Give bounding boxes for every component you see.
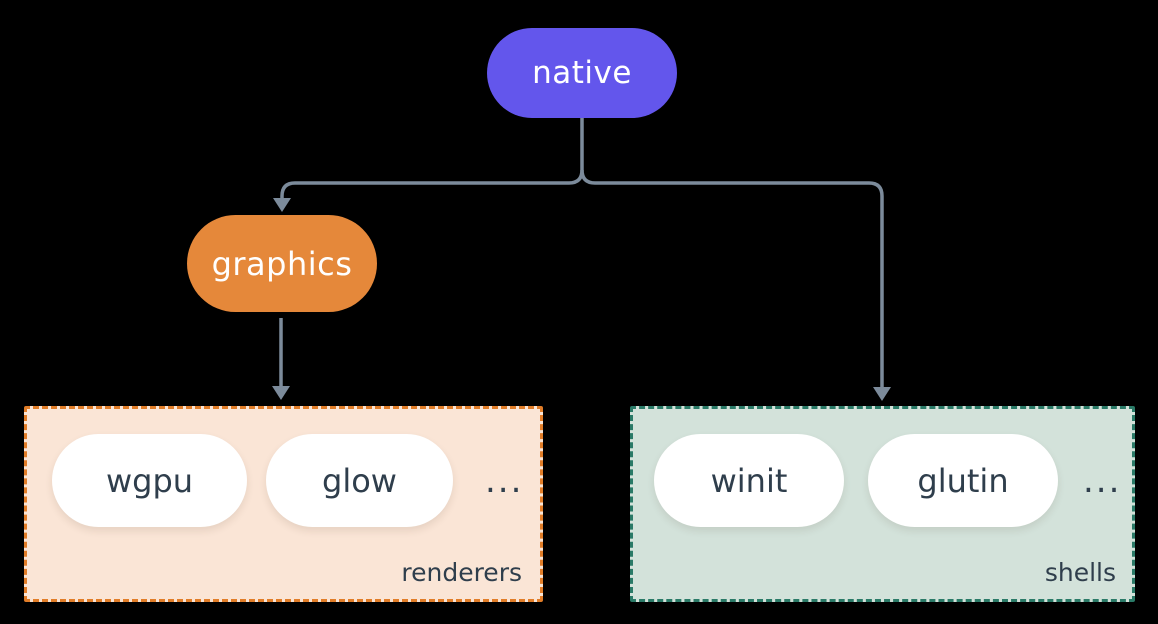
node-glow-label: glow [322, 461, 397, 500]
node-graphics: graphics [187, 215, 377, 312]
edge-native-to-graphics [280, 118, 584, 199]
node-glutin: glutin [868, 434, 1058, 527]
node-wgpu: wgpu [52, 434, 247, 527]
arrowhead-graphics-to-renderers [272, 386, 290, 400]
edge-native-to-shells [580, 169, 884, 388]
node-glutin-label: glutin [917, 461, 1009, 500]
node-native-label: native [532, 55, 632, 91]
arrowhead-native-to-graphics [273, 198, 291, 212]
node-winit: winit [654, 434, 844, 527]
group-renderers-label: renderers [401, 558, 522, 587]
group-renderers: wgpu glow ... renderers [24, 406, 543, 602]
node-native: native [487, 28, 677, 118]
node-glow: glow [266, 434, 453, 527]
group-shells: winit glutin ... shells [630, 406, 1135, 602]
node-wgpu-label: wgpu [105, 461, 194, 500]
shells-ellipsis: ... [1083, 460, 1122, 501]
arrowhead-native-to-shells [873, 387, 891, 401]
node-winit-label: winit [710, 461, 788, 500]
node-graphics-label: graphics [211, 244, 353, 283]
renderers-ellipsis: ... [485, 460, 524, 501]
group-shells-label: shells [1044, 558, 1116, 587]
